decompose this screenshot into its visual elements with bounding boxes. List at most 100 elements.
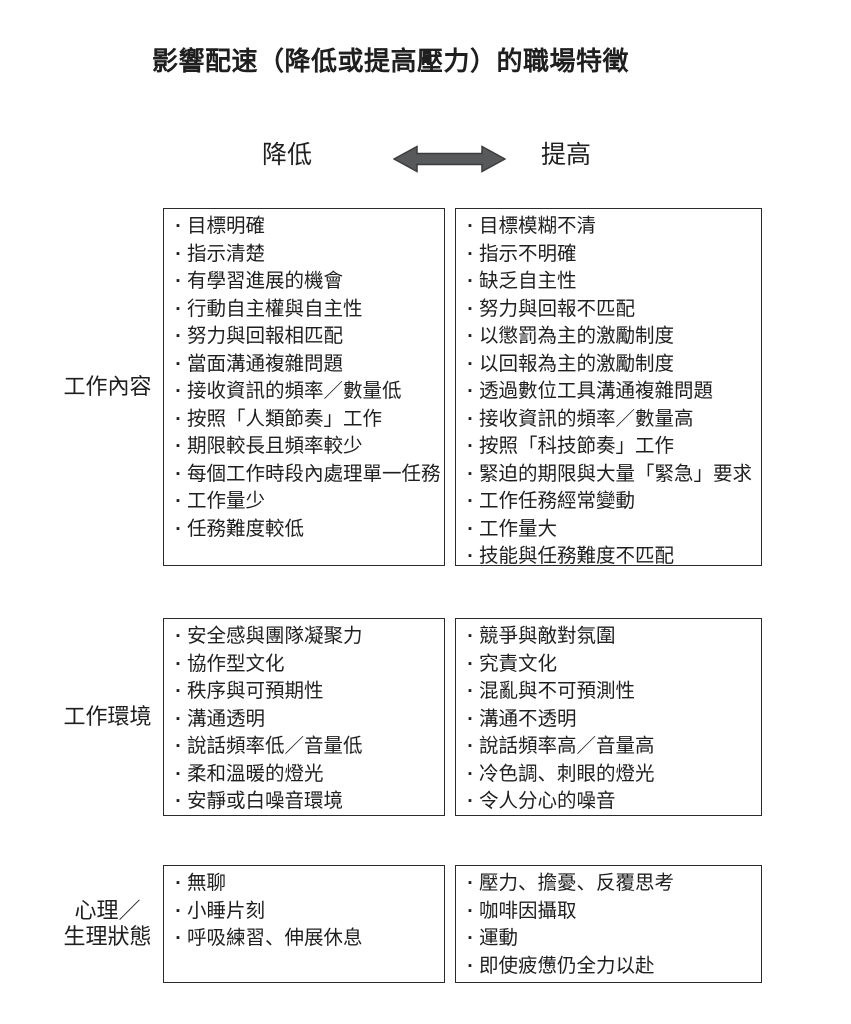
item-text: 行動自主權與自主性 [187,297,363,320]
list-item: ·按照「科技節奏」工作 [465,433,755,461]
item-text: 期限較長且頻率較少 [187,435,363,457]
item-text: 工作量少 [187,490,266,512]
list-item: ·無聊 [173,870,438,898]
bullet-icon: · [467,790,474,812]
section-label-line: 工作環境 [63,704,152,729]
list-item: ·接收資訊的頻率／數量高 [465,406,755,434]
bullet-icon: · [467,270,474,292]
bullet-icon: · [467,352,474,375]
item-text: 指示不明確 [479,242,577,265]
item-text: 努力與回報不匹配 [479,297,636,320]
bullet-icon: · [175,270,182,292]
item-text: 目標模糊不清 [479,215,597,237]
bullet-icon: · [175,517,182,540]
bullet-icon: · [175,899,182,922]
item-text: 安全感與團隊凝聚力 [187,625,363,647]
bullet-icon: · [175,490,182,512]
list-item: ·指示不明確 [465,241,755,269]
bullet-icon: · [467,490,474,512]
item-text: 以回報為主的激勵制度 [479,352,675,375]
item-text: 當面溝通複雜問題 [187,352,344,375]
list-item: ·工作量大 [465,516,755,544]
list-item: ·目標模糊不清 [465,213,755,241]
list-item: ·柔和溫暖的燈光 [173,761,438,789]
double-arrow-icon [392,145,507,173]
item-text: 協作型文化 [187,652,285,675]
bullet-icon: · [175,652,182,675]
item-text: 混亂與不可預測性 [479,680,636,702]
list-item: ·每個工作時段內處理單一任務 [173,461,441,489]
bullet-icon: · [467,625,474,647]
bullet-icon: · [175,407,182,430]
bullet-icon: · [467,680,474,702]
item-text: 呼吸練習、伸展休息 [187,927,363,949]
section-label: 工作內容 [30,374,185,400]
list-item: ·安靜或白噪音環境 [173,788,438,815]
increase-box: ·競爭與敵對氛圍·究責文化·混亂與不可預測性·溝通不透明·說話頻率高／音量高·冷… [455,618,762,816]
bullet-icon: · [467,872,474,894]
list-item: ·混亂與不可預測性 [465,678,755,706]
bullet-icon: · [175,380,182,402]
list-item: ·運動 [465,925,755,953]
list-item: ·指示清楚 [173,241,438,269]
list-item: ·呼吸練習、伸展休息 [173,925,438,953]
item-text: 每個工作時段內處理單一任務 [187,462,441,485]
bullet-icon: · [467,954,474,977]
list-item: ·緊迫的期限與大量「緊急」要求 [465,461,755,489]
item-text: 任務難度較低 [187,517,305,540]
item-text: 壓力、擔憂、反覆思考 [479,872,675,894]
bullet-icon: · [175,927,182,949]
list-item: ·工作任務經常變動 [465,488,755,516]
list-item: ·協作型文化 [173,651,438,679]
item-text: 努力與回報相匹配 [187,325,344,347]
section-label-line: 心理／ [74,898,141,923]
decrease-box: ·目標明確·指示清楚·有學習進展的機會·行動自主權與自主性·努力與回報相匹配·當… [163,208,445,566]
list-item: ·目標明確 [173,213,438,241]
list-item: ·安全感與團隊凝聚力 [173,623,438,651]
list-item: ·工作量少 [173,488,438,516]
list-item: ·秩序與可預期性 [173,678,438,706]
page-title: 影響配速（降低或提高壓力）的職場特徵 [151,46,629,76]
section-row-2: 工作環境·安全感與團隊凝聚力·協作型文化·秩序與可預期性·溝通透明·說話頻率低／… [0,618,851,816]
section-label: 工作環境 [30,704,185,730]
list-item: ·溝通不透明 [465,706,755,734]
list-item: ·咖啡因攝取 [465,898,755,926]
bullet-icon: · [175,790,182,812]
bullet-icon: · [175,707,182,730]
list-item: ·按照「人類節奏」工作 [173,406,438,434]
bullet-icon: · [175,352,182,375]
item-text: 安靜或白噪音環境 [187,790,344,812]
list-item: ·以回報為主的激勵制度 [465,351,755,379]
bullet-icon: · [175,680,182,702]
list-item: ·說話頻率低／音量低 [173,733,438,761]
bullet-icon: · [175,735,182,757]
item-text: 目標明確 [187,215,266,237]
pace-decrease-header: 降低 [262,141,313,169]
list-item: ·即使疲憊仍全力以赴 [465,953,755,981]
section-label-line: 工作內容 [63,374,152,399]
item-text: 究責文化 [479,652,558,675]
bullet-icon: · [467,242,474,265]
item-text: 工作量大 [479,517,558,540]
item-text: 咖啡因攝取 [479,899,577,922]
bullet-icon: · [175,872,182,894]
bullet-icon: · [175,625,182,647]
bullet-icon: · [467,899,474,922]
list-item: ·以懲罰為主的激勵制度 [465,323,755,351]
bullet-icon: · [175,462,182,485]
list-item: ·任務難度較低 [173,516,438,544]
bullet-icon: · [467,762,474,785]
item-text: 說話頻率高／音量高 [479,735,655,757]
increase-box: ·目標模糊不清·指示不明確·缺乏自主性·努力與回報不匹配·以懲罰為主的激勵制度·… [455,208,762,566]
decrease-box: ·無聊·小睡片刻·呼吸練習、伸展休息 [163,865,445,983]
section-row-3: 心理／生理狀態·無聊·小睡片刻·呼吸練習、伸展休息·壓力、擔憂、反覆思考·咖啡因… [0,865,851,983]
bullet-icon: · [175,242,182,265]
bullet-icon: · [467,462,474,485]
bullet-icon: · [175,325,182,347]
bullet-icon: · [467,707,474,730]
list-item: ·冷色調、刺眼的燈光 [465,761,755,789]
section-row-1: 工作內容·目標明確·指示清楚·有學習進展的機會·行動自主權與自主性·努力與回報相… [0,208,851,566]
item-text: 指示清楚 [187,242,266,265]
item-text: 工作任務經常變動 [479,490,636,512]
